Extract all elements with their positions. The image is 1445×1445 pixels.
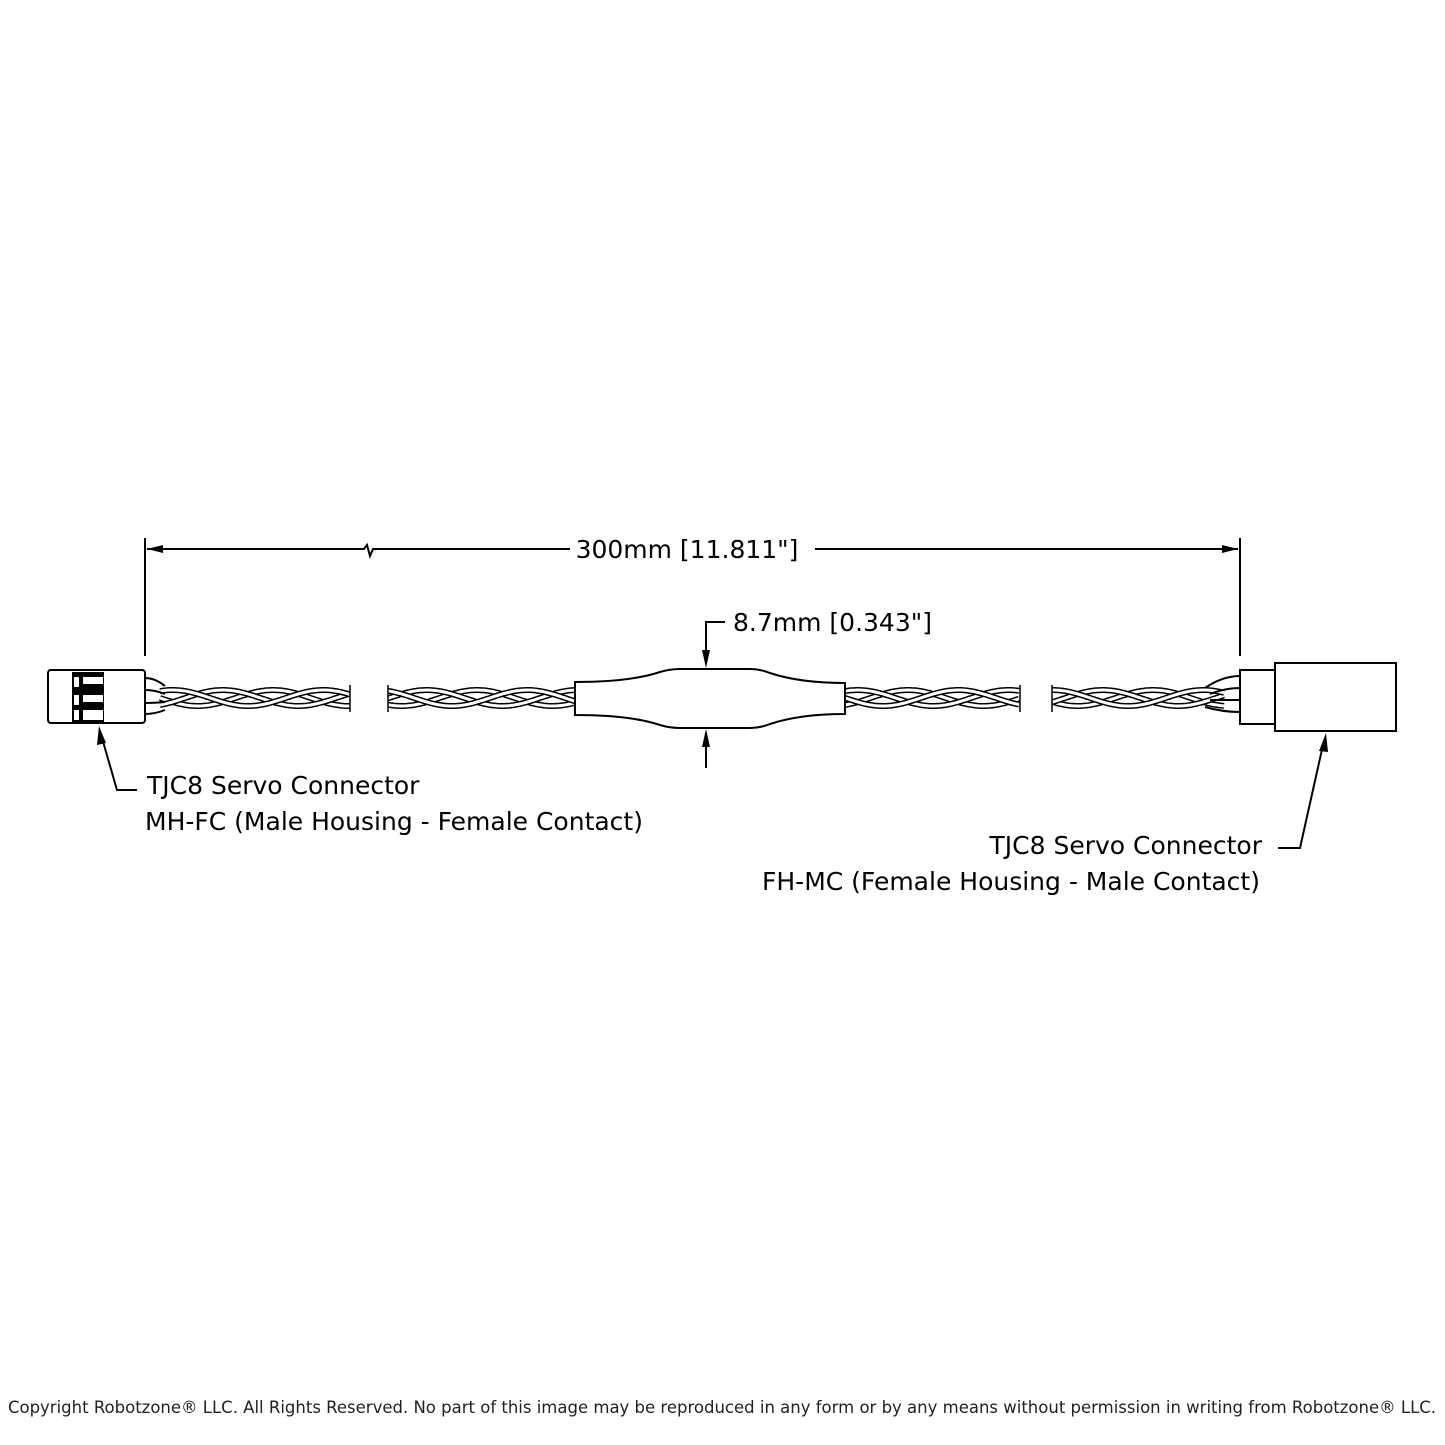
left-connector-type: MH-FC (Male Housing - Female Contact) [145,807,643,836]
dimension-line-left [147,542,570,560]
left-connector-name: TJC8 Servo Connector [146,771,420,800]
wire-strand-fill [159,688,351,708]
heat-shrink-sleeve [574,668,846,729]
wire-fanout [144,677,166,687]
copyright-notice: Copyright Robotzone® LLC. All Rights Res… [8,1398,1436,1417]
wire-fanout [1204,706,1241,713]
left-label-leader [101,737,137,791]
left-connector [47,669,146,724]
wire-fanout [144,689,166,695]
arrowhead-left [147,545,163,553]
right-label-leader [1278,744,1324,849]
wire-fanout [144,701,166,704]
diameter-arrow-bottom [702,729,710,747]
right-connector-name: TJC8 Servo Connector [989,831,1263,860]
arrowhead-right [1222,545,1238,553]
wire-strand-fill [387,688,577,708]
wire-strand-fill [1052,688,1225,708]
diameter-dimension-label: 8.7mm [0.343"] [733,608,932,637]
wire-fanout [1209,687,1241,695]
diameter-leader-top [705,621,725,652]
wire-strand-fill [387,688,577,708]
length-dimension-label: 300mm [11.811"] [576,535,799,564]
wire-strand-fill [842,688,1020,708]
left-leader-arrow [97,726,106,745]
wire-strand-fill [159,688,351,708]
wire-strand-fill [842,688,1020,708]
wire-fanout [144,709,166,715]
right-connector-type: FH-MC (Female Housing - Male Contact) [762,867,1260,896]
twisted-wires [144,675,1241,715]
wire-fanout [1204,675,1241,689]
right-leader-arrow [1319,733,1328,752]
wire-strand-fill [1051,688,1225,708]
right-connector [1239,662,1397,732]
diameter-arrow-top [702,650,710,668]
